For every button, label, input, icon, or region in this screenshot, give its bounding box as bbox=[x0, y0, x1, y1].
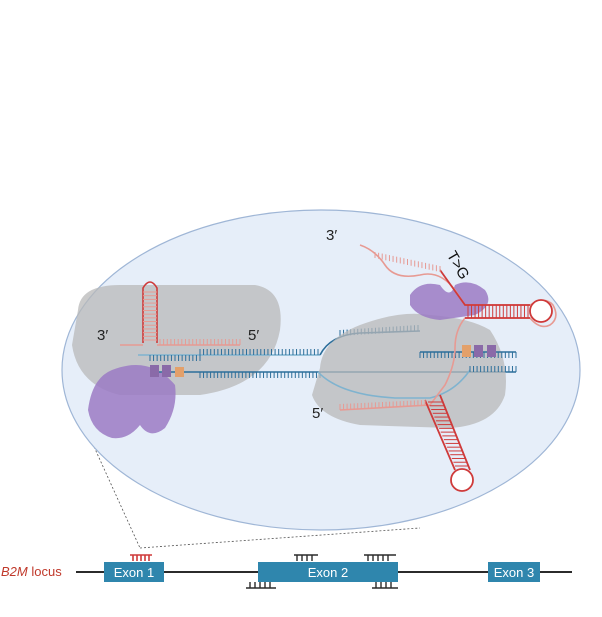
left-three-prime-label: 3′ bbox=[97, 327, 108, 344]
exon-3-label: Exon 3 bbox=[494, 565, 534, 580]
exon-3-box bbox=[488, 562, 540, 582]
locus-label: B2M locus bbox=[1, 564, 62, 579]
b2m-locus: Exon 1 Exon 2 Exon 3 B2M locus bbox=[1, 554, 572, 589]
exon-1-guide-marker bbox=[130, 554, 152, 561]
exon-2-guide-markers bbox=[246, 554, 398, 589]
left-five-prime-label: 5′ bbox=[248, 327, 259, 344]
right-tail-teeth bbox=[339, 252, 441, 410]
right-hairpin-loop-bottom bbox=[450, 468, 474, 492]
exon-2-box bbox=[258, 562, 398, 582]
right-guide-rna-top bbox=[339, 244, 557, 411]
right-five-prime-label: 5′ bbox=[312, 405, 323, 422]
lower-hairpin-rungs bbox=[428, 401, 469, 467]
left-domain-marks bbox=[150, 365, 184, 377]
exon-1-box bbox=[104, 562, 164, 582]
right-hairpin-rungs bbox=[467, 305, 529, 318]
locus-suffix: locus bbox=[28, 564, 62, 579]
exon-2-label: Exon 2 bbox=[308, 565, 348, 580]
left-hairpin-rungs bbox=[143, 291, 157, 341]
left-dna-teeth bbox=[149, 349, 321, 378]
left-tail-teeth bbox=[159, 339, 241, 345]
right-purple-protein bbox=[410, 282, 489, 320]
right-domain-marks bbox=[462, 345, 496, 357]
right-editor-complex bbox=[312, 244, 557, 492]
right-guide-rna-red bbox=[439, 269, 530, 319]
right-hairpin-loop-top bbox=[529, 299, 553, 323]
gene-name: B2M bbox=[1, 564, 28, 579]
right-gray-protein bbox=[312, 313, 506, 428]
left-purple-protein bbox=[88, 365, 176, 439]
right-three-prime-label: 3′ bbox=[326, 227, 337, 244]
right-dna-strand-light bbox=[317, 369, 471, 399]
right-guide-rna-lower bbox=[424, 394, 471, 471]
exon-1-label: Exon 1 bbox=[114, 565, 154, 580]
